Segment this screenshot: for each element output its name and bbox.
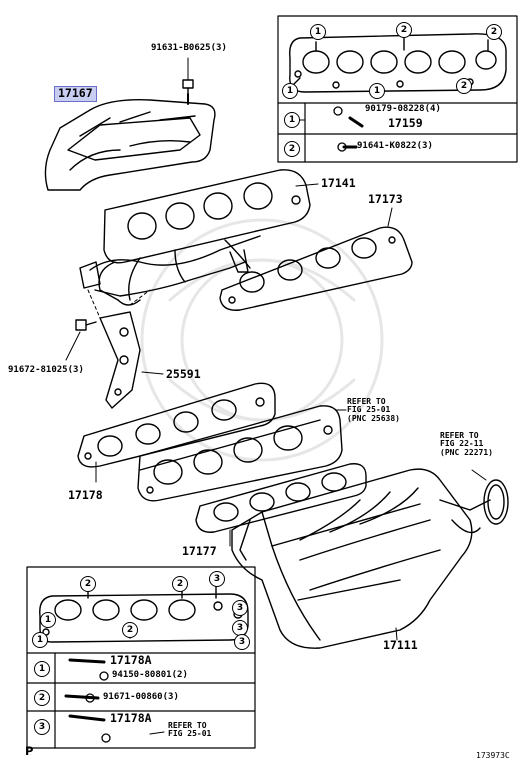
reference-line: REFER TO xyxy=(168,721,207,730)
part-label-17167[interactable]: 17167 xyxy=(54,86,97,102)
part-label-91641[interactable]: 91641-K0822(3) xyxy=(357,141,433,151)
callout-1: 1 xyxy=(369,83,385,99)
part-label-91671[interactable]: 91671-00860(3) xyxy=(103,692,179,702)
bolt-91631 xyxy=(182,57,194,99)
bracket-25591-drawing xyxy=(87,289,151,409)
callout-1: 1 xyxy=(284,112,300,128)
insulator-drawing xyxy=(137,405,343,502)
gasket-17178-drawing xyxy=(77,382,276,468)
reference-line: FIG 25-01 xyxy=(347,405,391,415)
reference-line: FIG 22-11 xyxy=(440,439,484,449)
bolt-91672 xyxy=(65,319,97,361)
part-label-17178a-1[interactable]: 17178A xyxy=(110,653,152,667)
inset-box-top xyxy=(277,15,518,163)
callout-2: 2 xyxy=(284,141,300,157)
gasket-17177-drawing xyxy=(195,463,367,533)
callout-3: 3 xyxy=(232,600,248,616)
reference-line: REFER TO xyxy=(347,397,386,406)
part-label-17111[interactable]: 17111 xyxy=(383,638,418,652)
part-label-17177[interactable]: 17177 xyxy=(182,544,217,558)
watermark-logo xyxy=(140,218,384,462)
part-label-91631[interactable]: 91631-B0625(3) xyxy=(151,43,227,53)
callout-2: 2 xyxy=(34,690,50,706)
inset-gasket-bottom xyxy=(39,583,249,643)
inset-box-bottom xyxy=(26,566,256,749)
heat-insulator-drawing xyxy=(44,93,216,191)
callout-2: 2 xyxy=(80,576,96,592)
reference-line: (PNC 22271) xyxy=(440,447,493,457)
callout-2: 2 xyxy=(486,24,502,40)
callout-3: 3 xyxy=(34,719,50,735)
inset-bolts-top xyxy=(333,106,364,152)
gasket-17173-drawing xyxy=(219,226,413,311)
callout-1: 1 xyxy=(310,24,326,40)
reference-fig-25-01-pnc-25638[interactable]: REFER TO FIG 25-01 (PNC 25638) xyxy=(347,397,400,423)
callout-2: 2 xyxy=(396,22,412,38)
callout-3: 3 xyxy=(209,571,225,587)
part-label-17173[interactable]: 17173 xyxy=(368,192,403,206)
callout-1: 1 xyxy=(34,661,50,677)
inset-bolts-bottom xyxy=(64,658,111,743)
reference-line: FIG 25-01 xyxy=(168,729,212,739)
reference-line: (PNC 25638) xyxy=(347,413,400,423)
callout-2: 2 xyxy=(122,622,138,638)
part-label-90179[interactable]: 90179-08228(4) xyxy=(365,104,441,114)
part-label-17178a-3[interactable]: 17178A xyxy=(110,711,152,725)
part-label-17178[interactable]: 17178 xyxy=(68,488,103,502)
intake-manifold-drawing xyxy=(231,468,491,649)
inset-gasket-top xyxy=(289,33,507,93)
part-label-91672[interactable]: 91672-81025(3) xyxy=(8,365,84,375)
callout-3: 3 xyxy=(232,620,248,636)
callout-1: 1 xyxy=(40,612,56,628)
gasket-22271-drawing xyxy=(483,479,509,525)
reference-fig-22-11-pnc-22271[interactable]: REFER TO FIG 22-11 (PNC 22271) xyxy=(440,431,493,457)
page-mark: P xyxy=(25,744,34,758)
part-label-94150[interactable]: 94150-80801(2) xyxy=(112,670,188,680)
callout-1: 1 xyxy=(32,632,48,648)
reference-fig-25-01[interactable]: REFER TO FIG 25-01 xyxy=(168,721,212,739)
part-label-17159[interactable]: 17159 xyxy=(388,116,423,130)
callout-1: 1 xyxy=(282,83,298,99)
part-label-17141[interactable]: 17141 xyxy=(321,176,356,190)
part-label-25591[interactable]: 25591 xyxy=(166,367,201,381)
callout-2: 2 xyxy=(172,576,188,592)
leader-lines xyxy=(95,119,487,735)
reference-line: REFER TO xyxy=(440,431,479,440)
exhaust-manifold-drawing xyxy=(79,169,311,306)
figure-code: 173973C xyxy=(476,751,510,760)
callout-2: 2 xyxy=(456,78,472,94)
callout-3: 3 xyxy=(234,634,250,650)
